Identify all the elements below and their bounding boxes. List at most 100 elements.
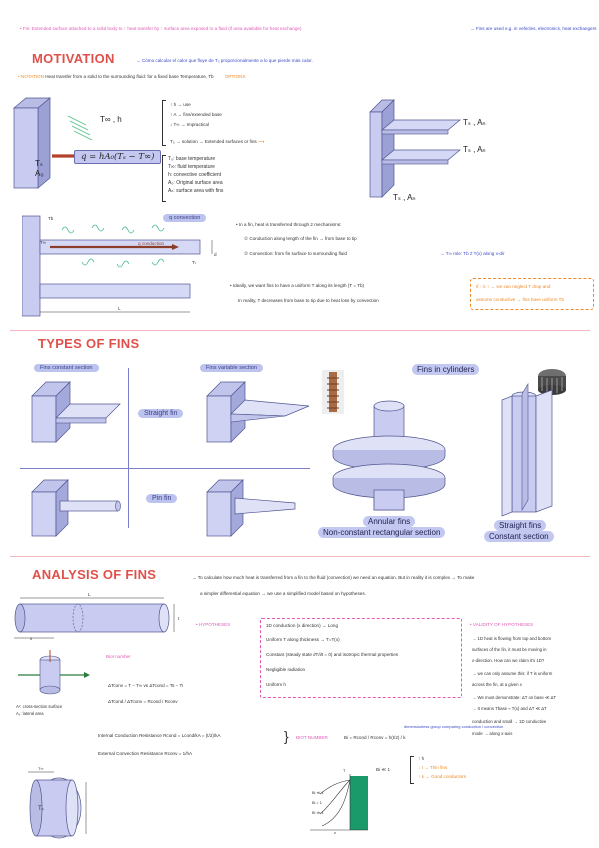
- cylinder-fins-pill: Fins in cylinders: [412, 364, 480, 375]
- validity-9: mode → along x-axis: [472, 731, 513, 736]
- newton-equation: q = hA₀(Tₛ − T∞): [74, 150, 162, 164]
- biot-hint: Biot number: [106, 654, 131, 659]
- types-horizontal-divider: [20, 468, 310, 469]
- validity-6: → We must demonstrate: ΔT on base ≪ ΔT: [472, 695, 557, 700]
- biot-brace: }: [284, 728, 289, 744]
- hypothesis-2: Uniform T along thickness → T=T(x): [266, 637, 340, 642]
- delta-t-equation: ΔTconv = T − T∞ vs ΔTcond = Ts − Ti: [108, 683, 184, 688]
- validity-8: conduction and small → 1D conductive: [472, 719, 547, 724]
- fin-heat-flow-diagram: [22, 215, 213, 317]
- motivation-question: → Cómo calcular el calor que fluye de T₀…: [136, 58, 313, 63]
- longitudinal-fins-diagram: [501, 382, 553, 517]
- finned-plate-diagram: [369, 99, 461, 198]
- option-2: ↑ A → fins/extended base: [170, 112, 222, 117]
- legend-h: h: convective coefficient: [168, 172, 221, 178]
- legend-a0: A₀: Original surface area: [168, 180, 223, 186]
- biot-list-2: ↓ t → Thin fins: [418, 765, 448, 770]
- copper-fin-photo: [322, 370, 344, 414]
- reality-statement: In reality, T decreases from base to tip…: [238, 298, 379, 303]
- legend-base: T₀: base temperature: [168, 156, 216, 162]
- graph-x-label: x: [334, 830, 336, 835]
- mechanism-convection: ② Convection: from fin surface to surrou…: [244, 251, 347, 256]
- options-label: OPTIONS: [224, 74, 246, 79]
- hypothesis-3: Constant (steady state ∂T/∂t = 0) and is…: [266, 652, 399, 657]
- mechanism-note: → T∞ role: Tb ≠ T(x) along x-dir: [440, 251, 505, 256]
- validity-4: → we can only assume this: if T is unifo…: [472, 671, 553, 676]
- fluid-label: T∞ , h: [100, 115, 122, 124]
- pin-fin-constant: [31, 479, 121, 537]
- mechanisms-intro: • In a fin, heat is transferred through …: [236, 222, 342, 227]
- variable-section-pill: Fins variable section: [200, 364, 263, 372]
- cylinder-section-diagram: [28, 771, 87, 839]
- fin-definition: • Fin: Extended surface attached to a so…: [20, 26, 302, 31]
- straight-fin-constant: [31, 381, 121, 443]
- biot-equation: Bi = Rcond / Rconv = h(t/2) / k: [344, 735, 406, 740]
- high-k-line-2: assume conductive → fins have uniform Tb: [476, 297, 565, 302]
- pin-fin-pill: Pin fin: [146, 494, 178, 503]
- plate-temp-label: Tₛ: [35, 159, 43, 168]
- straight-fin-variable: [206, 381, 310, 443]
- biot-condition: Bi ≪ 1: [376, 767, 391, 772]
- biot-label: BIOT NUMBER: [296, 735, 328, 740]
- solution-arrow: ⟶: [257, 139, 265, 144]
- biot-graph: [310, 774, 368, 831]
- conduction-label: q conduction: [138, 241, 165, 246]
- straight-fins-pill: Straight fins: [494, 520, 547, 531]
- analysis-intro-1: → To calculate how much heat is transfer…: [192, 575, 475, 580]
- high-k-box: If ↑ k ↑ → we can neglect T drop and ass…: [470, 278, 594, 310]
- biot-list-bracket: [410, 756, 414, 784]
- cross-label-as: Aₛ: lateral area: [16, 711, 44, 716]
- validity-label: • VALIDITY OF HYPOTHESES: [470, 622, 534, 627]
- hypothesis-5: Uniform h: [266, 682, 286, 687]
- thickness-label: d: [214, 252, 217, 257]
- section-divider-1: [10, 330, 590, 331]
- legend-af: Aₙ: surface area with fins: [168, 188, 224, 194]
- motivation-title: MOTIVATION: [32, 51, 115, 66]
- cyl-temp-label: Tₛ: [38, 806, 44, 812]
- fin-rod-diagram: [14, 597, 175, 639]
- validity-7: → It means Tbase ≈ T(x) and ΔT ≪ ΔT: [472, 706, 547, 711]
- length-label: L: [118, 306, 121, 311]
- validity-2: surfaces of the fin, it must be moving i…: [472, 647, 547, 652]
- rod-length-label: L: [88, 592, 91, 597]
- base-temp-label: Tb: [48, 216, 54, 221]
- convection-pill: q convection: [163, 214, 207, 222]
- validity-5: across the fin, at a given x: [472, 682, 522, 687]
- types-vertical-divider: [128, 368, 129, 528]
- hypotheses-box: [260, 618, 462, 698]
- option-3: ↓ T∞ → Impractical: [170, 122, 209, 127]
- conduction-resistance: Internal Conduction Resistance Rcond = L…: [98, 733, 221, 738]
- plate-area-label: A₀: [35, 169, 44, 178]
- cross-label-ac: Aᶜ: cross-section surface: [16, 704, 63, 709]
- biot-list-3: ↑ k → Good conductors: [418, 774, 467, 779]
- rod-thickness-label: t: [178, 616, 180, 621]
- fin-uses-note: → Fins are used e.g. in vehicles, electr…: [470, 26, 597, 31]
- solution-text: T₀ → solution → Extended surfaces or fin…: [170, 139, 257, 144]
- hypotheses-label: • HYPOTHESES: [196, 622, 231, 627]
- cross-section-diagram: [18, 650, 90, 695]
- fin-label-3: Tₛ , Aₙ: [393, 193, 416, 202]
- straight-fins-section-pill: Constant section: [484, 531, 554, 542]
- validity-3: x-direction. How can we claim it's 1D?: [472, 658, 545, 663]
- legend-fluid: T∞: fluid temperature: [168, 164, 215, 170]
- graph-t-label: T: [343, 768, 346, 773]
- biot-list-1: ↑ h: [418, 756, 425, 761]
- graph-bi-small: Bi ≪ 1: [312, 791, 324, 795]
- solution-line: T₀ → solution → Extended surfaces or fin…: [170, 139, 265, 145]
- mechanism-conduction: ① Conduction along length of the fin → f…: [244, 236, 357, 241]
- analysis-intro-2: a simpler differential equation → we use…: [200, 591, 366, 596]
- analysis-title: ANALYSIS OF FINS: [32, 567, 157, 582]
- fin-label-2: Tₛ , Aₙ: [463, 145, 486, 154]
- rod-x-label: x: [30, 636, 33, 641]
- pin-fin-variable: [206, 479, 296, 537]
- fluid-temp-label: T∞: [40, 240, 47, 245]
- cyl-fluid-label: T∞: [38, 766, 44, 771]
- tip-temp-label: Tₜ: [192, 260, 197, 265]
- base-plate-diagram: [13, 97, 93, 189]
- convection-resistance: External Convection Resistance Rconv = 1…: [98, 751, 193, 756]
- hypothesis-4: Negligible radiation: [266, 667, 306, 672]
- fin-label-1: Tₛ , Aₙ: [463, 118, 486, 127]
- annular-fins-diagram: [332, 400, 446, 511]
- ideal-statement: • Ideally, we want fins to have a unifor…: [230, 283, 365, 288]
- notation-line: • NOTATION Heat transfer from a solid to…: [18, 74, 246, 80]
